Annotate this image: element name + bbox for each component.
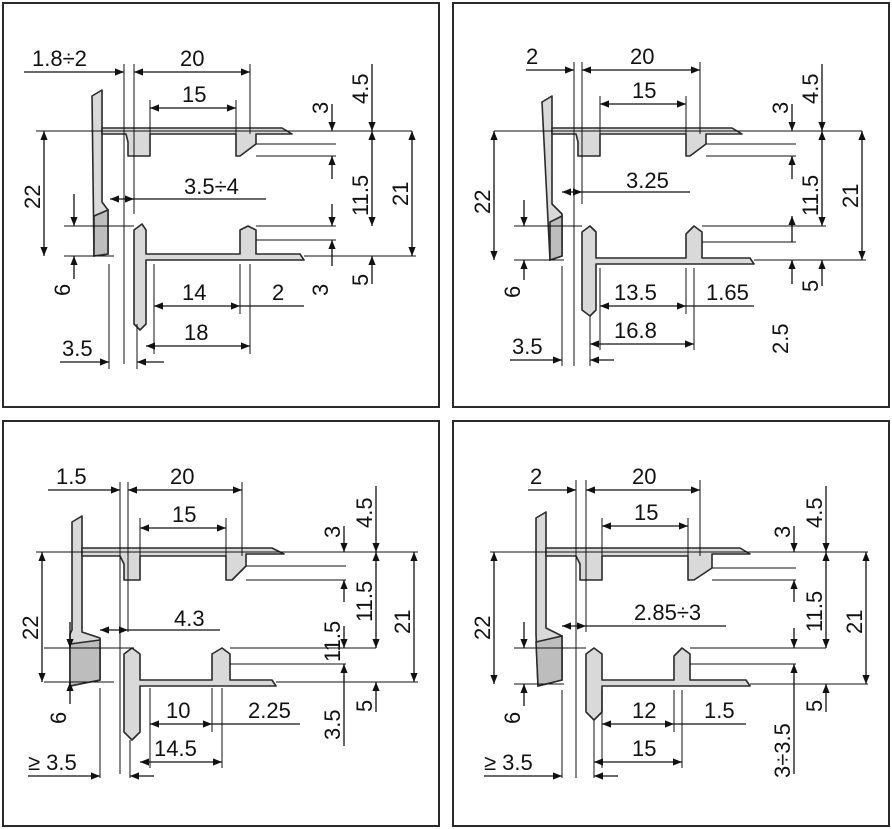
label-top-gap: 1.8÷2 (32, 46, 87, 71)
label-bottom-width: 18 (184, 320, 208, 345)
label-inner-width: 15 (172, 502, 196, 527)
label-bottom-width: 15 (632, 736, 656, 761)
label-side-mid: 11.5 (802, 591, 827, 632)
left-frame-foot (549, 214, 563, 262)
label-offset: ≥ 3.5 (28, 750, 77, 775)
label-lower-lip-b: 5 (802, 700, 827, 712)
label-lip-a: 3 (320, 526, 345, 538)
lower-panel-profile (581, 225, 755, 317)
label-inner-width: 15 (632, 78, 656, 103)
label-top-gap: 1.5 (56, 464, 87, 489)
label-inner-width: 15 (634, 500, 658, 525)
label-top-width: 20 (180, 46, 204, 71)
label-bottom-width: 16.8 (614, 318, 657, 343)
label-top-gap: 2 (530, 464, 542, 489)
label-bottom-small: 1.65 (706, 280, 749, 305)
label-left-height: 22 (470, 616, 495, 640)
lower-panel-profile (133, 223, 305, 331)
label-bottom-small: 2.25 (248, 698, 291, 723)
label-top-width: 20 (632, 464, 656, 489)
lower-panel-profile (585, 647, 751, 721)
upper-rail-profile (81, 547, 285, 581)
label-lip-b: 4.5 (798, 73, 823, 104)
label-bottom-small: 2 (272, 280, 284, 305)
label-lip-a: 3 (770, 526, 795, 538)
label-gap: 3.5÷4 (184, 174, 239, 199)
upper-rail-profile (545, 547, 751, 581)
panel-4: 2 20 15 2.85÷3 12 1.5 15 ≥ 3.5 22 6 3 4.… (452, 420, 890, 827)
lower-panel-profile (123, 647, 277, 741)
label-bottom-step: 6 (500, 712, 525, 724)
label-gap: 4.3 (174, 606, 205, 631)
label-inner-width: 15 (182, 82, 206, 107)
label-gap: 2.85÷3 (634, 600, 701, 625)
label-bottom-step: 6 (500, 286, 525, 298)
panel-1: 1.8÷2 20 15 3.5÷4 14 2 18 3.5 22 6 3 4.5… (2, 2, 440, 408)
label-lower-mid: 11.5 (320, 621, 345, 662)
upper-rail-profile (101, 127, 293, 157)
label-lower-right: 2.5 (768, 323, 793, 354)
label-bottom-step: 6 (50, 284, 75, 296)
label-lip-a: 3 (768, 102, 793, 114)
left-frame-foot (535, 634, 563, 688)
profile-drawing-4: 2 20 15 2.85÷3 12 1.5 15 ≥ 3.5 22 6 3 4.… (470, 464, 870, 780)
label-height-total: 21 (388, 182, 413, 206)
label-lower-lip-b: 5 (798, 280, 823, 292)
label-lower-lip-b: 5 (348, 274, 373, 286)
profile-drawing-2: 2 20 15 3.25 13.5 1.65 16.8 3.5 22 6 3 4… (470, 44, 866, 366)
label-lip-a: 3 (308, 102, 333, 114)
label-top-gap: 2 (526, 44, 538, 69)
panel-3: 1.5 20 15 4.3 10 2.25 14.5 ≥ 3.5 22 6 3 … (2, 420, 440, 827)
label-bottom-inner: 12 (632, 698, 656, 723)
label-left-height: 22 (20, 185, 45, 209)
label-offset: 3.5 (62, 336, 93, 361)
label-top-width: 20 (630, 44, 654, 69)
label-top-width: 20 (170, 464, 194, 489)
label-side-mid: 11.5 (348, 175, 373, 216)
label-left-height: 22 (470, 190, 495, 214)
label-bottom-small: 1.5 (704, 698, 735, 723)
label-bottom-inner: 10 (166, 698, 190, 723)
label-lower-lip-a: 3.5 (320, 709, 345, 740)
label-side-mid: 11.5 (798, 175, 823, 216)
label-bottom-step: 6 (46, 712, 71, 724)
left-frame-foot (93, 208, 109, 257)
label-bottom-inner: 13.5 (614, 280, 657, 305)
label-lip-b: 4.5 (802, 497, 827, 528)
panel-2: 2 20 15 3.25 13.5 1.65 16.8 3.5 22 6 3 4… (452, 2, 890, 408)
label-lower-lip-a: 3 (308, 284, 333, 296)
label-bottom-width: 14.5 (154, 736, 197, 761)
label-offset: 3.5 (512, 334, 543, 359)
label-offset: ≥ 3.5 (484, 750, 533, 775)
label-left-height: 22 (18, 616, 43, 640)
label-height-total: 21 (390, 610, 415, 634)
left-frame-foot (69, 639, 101, 687)
label-lip-b: 4.5 (352, 497, 377, 528)
label-height-total: 21 (838, 184, 863, 208)
label-side-mid: 11.5 (352, 581, 377, 622)
profile-drawing-1: 1.8÷2 20 15 3.5÷4 14 2 18 3.5 22 6 3 4.5… (20, 46, 416, 369)
profile-drawing-3: 1.5 20 15 4.3 10 2.25 14.5 ≥ 3.5 22 6 3 … (18, 464, 418, 780)
label-height-total: 21 (842, 610, 867, 634)
label-lower-lip-a: 3÷3.5 (770, 723, 795, 778)
label-lower-lip-b: 5 (352, 700, 377, 712)
upper-rail-profile (551, 127, 743, 157)
label-lip-b: 4.5 (348, 73, 373, 104)
label-bottom-inner: 14 (182, 280, 206, 305)
label-gap: 3.25 (626, 168, 669, 193)
